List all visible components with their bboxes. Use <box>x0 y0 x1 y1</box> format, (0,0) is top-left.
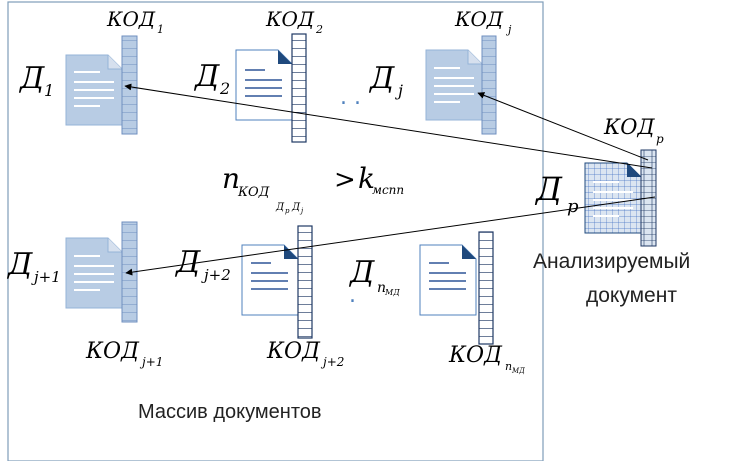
document-d1 <box>65 54 123 126</box>
analyzed-caption-line2: документ <box>586 284 677 307</box>
code-label: КОД <box>106 7 156 31</box>
code-label: КОД <box>454 7 504 31</box>
formula-n: n <box>222 162 240 195</box>
code-strip-2 <box>291 33 307 143</box>
formula-operator: > <box>334 165 356 195</box>
document-d2 <box>235 49 293 121</box>
formula-d1: Д <box>275 202 285 213</box>
label-dnmd: Д n МД <box>348 255 400 297</box>
doc-label: Д <box>193 59 220 94</box>
doc-label: Д <box>348 255 375 290</box>
code-label: КОД <box>448 343 503 368</box>
label-code-j2: КОД j+2 <box>266 339 344 369</box>
document-dp <box>584 162 642 234</box>
label-code-p: КОД p <box>603 115 664 146</box>
formula-d2: Д <box>291 202 301 213</box>
label-code-nmd: КОД n МД <box>448 343 525 375</box>
code-subscript: j+2 <box>320 355 344 369</box>
label-code-1: КОД 1 <box>106 7 164 36</box>
label-dj2: Д j+2 <box>174 245 231 284</box>
label-dj: Д j <box>368 61 403 100</box>
code-subscript: 2 <box>315 23 323 36</box>
code-strip-1 <box>121 35 138 135</box>
code-label: КОД <box>266 339 321 364</box>
label-code-j1: КОД j+1 <box>85 339 163 369</box>
doc-subscript: n <box>377 280 386 296</box>
code-strip-nmd <box>478 231 494 345</box>
analyzed-caption-line1: Анализируемый <box>533 250 690 273</box>
label-dp: Д p <box>534 170 579 217</box>
code-subscript: 1 <box>157 23 164 36</box>
label-dj1: Д j+1 <box>6 247 61 286</box>
doc-subsubscript: МД <box>384 288 400 297</box>
doc-subscript: 1 <box>44 81 54 100</box>
code-label: КОД <box>85 339 140 364</box>
ellipsis: . . <box>340 85 361 110</box>
code-label: КОД <box>265 7 315 31</box>
arrow-to-codej1 <box>125 196 656 276</box>
doc-subscript: j <box>395 81 403 100</box>
code-subscript: p <box>656 132 664 146</box>
doc-subscript: j+1 <box>31 268 61 286</box>
formula-k-subscript: мспп <box>372 183 404 197</box>
formula-j: j <box>299 207 304 215</box>
code-label: КОД <box>603 115 655 139</box>
doc-label: Д <box>18 61 45 96</box>
doc-label: Д <box>174 245 201 280</box>
formula-k: k <box>358 162 375 195</box>
code-subscript: j <box>505 23 512 36</box>
similarity-formula: n КОД Д p Д j > k мспп <box>222 162 404 215</box>
doc-subscript: 2 <box>219 79 230 98</box>
code-subscript: n <box>505 360 512 373</box>
code-subsubscript: МД <box>511 367 525 375</box>
doc-label: Д <box>368 61 395 96</box>
code-subscript: j+1 <box>139 355 163 369</box>
label-code-j: КОД j <box>454 7 512 36</box>
doc-subscript: p <box>567 196 579 217</box>
document-dj <box>425 49 483 121</box>
formula-p: p <box>285 207 290 215</box>
document-dnmd <box>419 244 477 316</box>
comparison-arrows <box>124 83 656 276</box>
code-strip-j2 <box>297 225 313 339</box>
doc-subscript: j+2 <box>201 266 231 284</box>
arrow-to-codej <box>477 92 649 161</box>
document-array-frame <box>7 1 544 461</box>
label-d1: Д 1 <box>18 61 54 100</box>
doc-label: Д <box>534 170 563 208</box>
label-d2: Д 2 <box>193 59 230 98</box>
document-dj2 <box>241 244 299 316</box>
ellipsis-bottom: . <box>349 283 356 308</box>
doc-label: Д <box>6 247 33 282</box>
array-caption: Массив документов <box>138 401 322 423</box>
code-strip-j <box>481 35 497 135</box>
formula-n-subscript: КОД <box>237 185 270 200</box>
arrow-to-code1 <box>124 83 653 169</box>
document-dj1 <box>65 237 123 309</box>
label-code-2: КОД 2 <box>265 7 323 36</box>
